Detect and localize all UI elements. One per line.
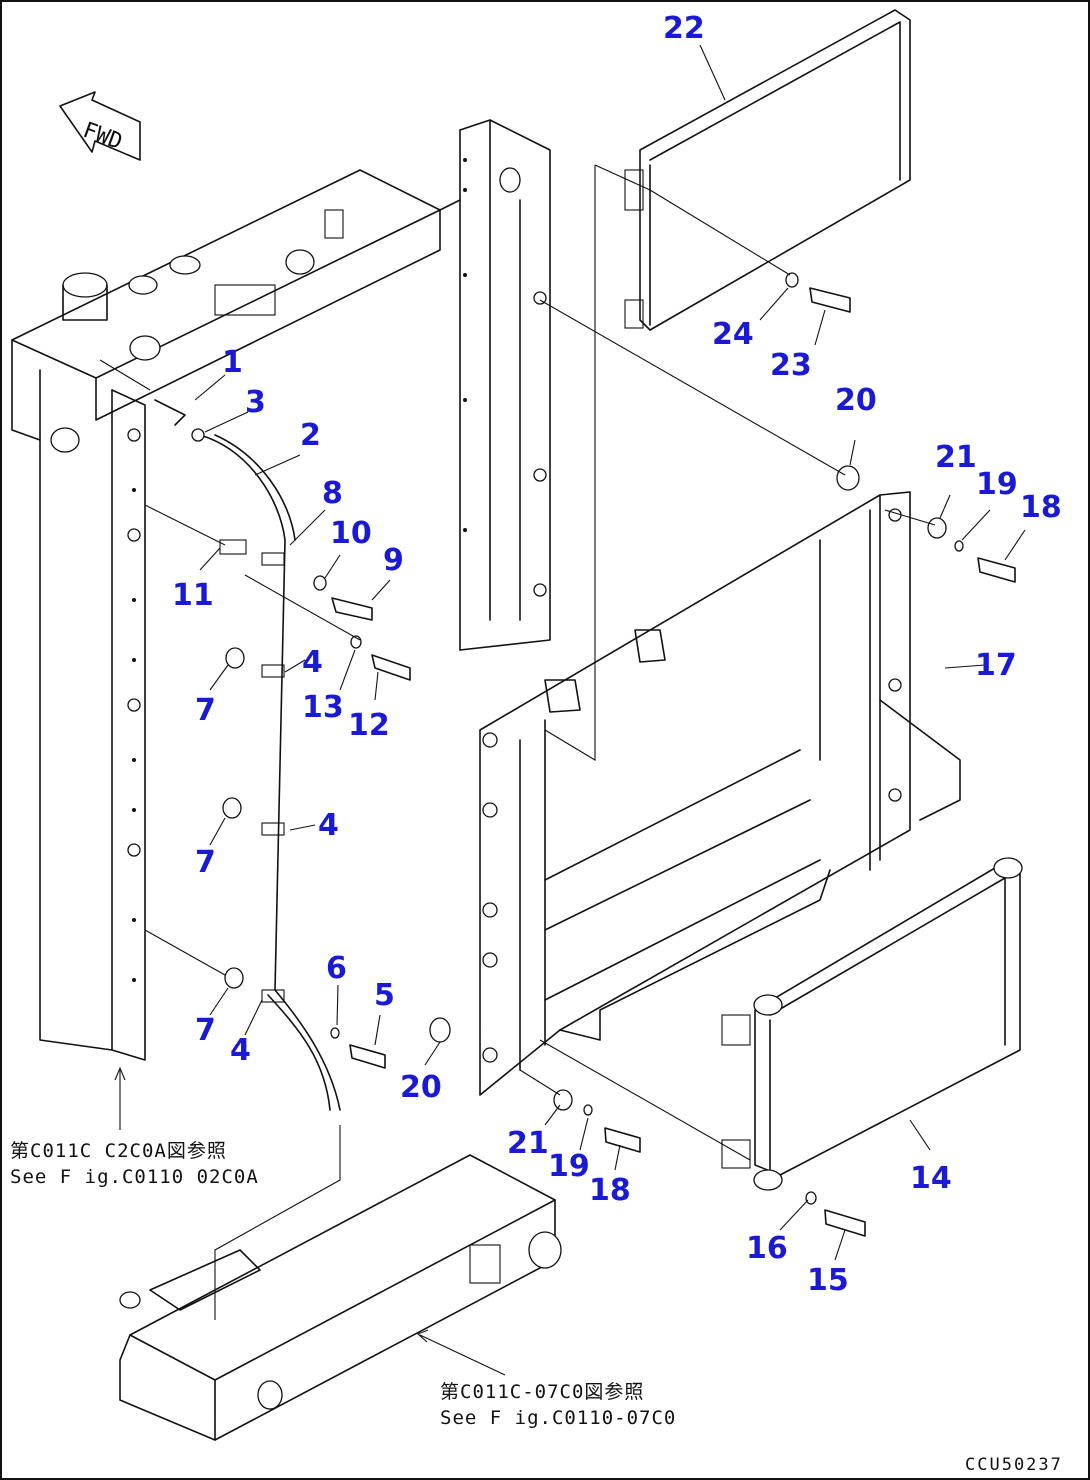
callout-12: 12 (348, 708, 390, 743)
callout-numbers: 1 2 3 4 4 4 5 6 7 7 7 8 9 10 11 12 13 14… (172, 11, 1062, 1298)
callout-15: 15 (807, 1263, 849, 1298)
callout-13: 13 (302, 690, 344, 725)
reference-note-line2: See F ig.C0110 02C0A (10, 1166, 259, 1188)
callout-9: 9 (383, 543, 404, 578)
callout-20: 20 (835, 383, 877, 418)
condenser-part-22 (594, 9, 911, 331)
callout-4: 4 (230, 1033, 251, 1068)
hose-assembly (154, 399, 341, 1111)
callout-1: 1 (222, 345, 243, 380)
assembly-leader-lines (99, 165, 936, 1320)
callout-17: 17 (975, 648, 1017, 683)
radiator-frame (11, 119, 551, 1061)
callout-2: 2 (300, 418, 321, 453)
hardware (313, 272, 1016, 1237)
callout-7: 7 (195, 845, 216, 880)
reference-note-line1: 第C011C C2C0A図参照 (10, 1140, 227, 1162)
callout-19: 19 (548, 1149, 590, 1184)
callout-14: 14 (910, 1161, 952, 1196)
callout-20: 20 (400, 1070, 442, 1105)
callout-7: 7 (195, 693, 216, 728)
callout-8: 8 (322, 476, 343, 511)
callout-4: 4 (302, 645, 323, 680)
reference-note-line1: 第C011C-07C0図参照 (440, 1381, 644, 1403)
callout-19: 19 (976, 467, 1018, 502)
callout-18: 18 (1020, 490, 1062, 525)
lower-tank (119, 1154, 562, 1441)
callout-6: 6 (326, 951, 347, 986)
document-id: CCU50237 (965, 1455, 1063, 1475)
callout-4: 4 (318, 808, 339, 843)
callout-21: 21 (507, 1126, 549, 1161)
callout-22: 22 (663, 11, 705, 46)
callout-10: 10 (330, 516, 372, 551)
oil-cooler-part-14 (721, 857, 1023, 1191)
reference-note-top: 第C011C C2C0A図参照 See F ig.C0110 02C0A (10, 1140, 259, 1188)
callout-7: 7 (195, 1013, 216, 1048)
support-frame-part-17 (479, 491, 961, 1096)
reference-note-bottom: 第C011C-07C0図参照 See F ig.C0110-07C0 (440, 1381, 676, 1429)
callout-5: 5 (374, 978, 395, 1013)
callout-11: 11 (172, 578, 214, 613)
callout-23: 23 (770, 348, 812, 383)
callout-24: 24 (712, 317, 754, 352)
reference-arrows (114, 1066, 506, 1376)
callout-21: 21 (935, 440, 977, 475)
callout-3: 3 (245, 385, 266, 420)
callout-18: 18 (589, 1173, 631, 1208)
callout-leaders (194, 44, 1026, 1261)
reference-note-line2: See F ig.C0110-07C0 (440, 1407, 676, 1429)
callout-16: 16 (746, 1231, 788, 1266)
